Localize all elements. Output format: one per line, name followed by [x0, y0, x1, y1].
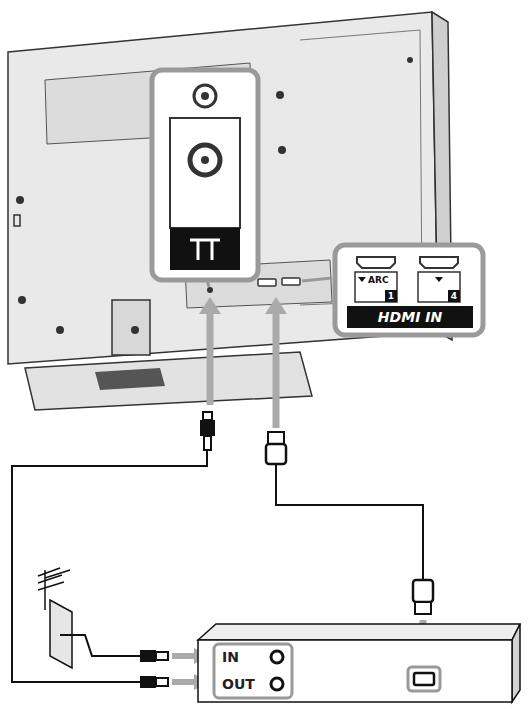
antenna-plug	[140, 676, 156, 688]
hdmi-plug	[266, 444, 286, 464]
screw	[131, 326, 139, 334]
insert-arrowhead	[265, 297, 287, 314]
leader-line	[302, 278, 332, 281]
screw	[407, 57, 413, 63]
box-top	[198, 624, 520, 640]
antenna-cable	[12, 450, 207, 682]
antenna-socket-frame	[170, 118, 240, 228]
port-name: ARC	[368, 276, 389, 285]
coax-socket	[194, 85, 216, 107]
screw	[16, 196, 24, 204]
port-label: IN	[222, 650, 239, 664]
hdmi-callout	[335, 245, 483, 335]
antenna-symbol-bar	[170, 228, 240, 270]
hdmi-input-panel: HDMI IN	[347, 306, 473, 328]
port-label-box	[355, 272, 397, 302]
port-number-tag	[385, 290, 397, 302]
antenna-plug	[156, 652, 168, 660]
insert-arrow	[273, 312, 280, 428]
port-triangle	[358, 277, 366, 282]
hdmi-socket	[357, 257, 395, 268]
antenna-plug	[200, 420, 215, 436]
box-hdmi-frame	[408, 667, 440, 691]
port-label: OUT	[222, 677, 255, 691]
antenna-plug	[204, 436, 211, 450]
hdmi-port	[258, 279, 276, 286]
antenna-plug	[140, 650, 156, 662]
insert-arrow	[172, 679, 196, 685]
port-number-tag	[448, 290, 460, 302]
callout-number: 1	[388, 292, 394, 301]
callout-number: 4	[451, 292, 457, 301]
screw	[56, 326, 64, 334]
screw	[278, 146, 286, 154]
tv-slot	[14, 215, 20, 226]
screw	[18, 296, 26, 304]
box-socket	[271, 678, 283, 690]
hdmi-plug	[415, 602, 431, 614]
box-front	[198, 640, 512, 702]
set-top-box: IN OUT	[198, 640, 278, 702]
stand-neck	[112, 300, 150, 355]
hdmi-port	[282, 278, 300, 285]
insert-arrow	[207, 312, 214, 405]
box-hdmi-port	[414, 673, 434, 685]
antenna-plug	[156, 678, 168, 686]
antenna-callout	[152, 70, 258, 280]
hdmi-plug	[413, 580, 433, 602]
hdmi-in-label: HDMI IN	[378, 310, 442, 324]
stand-mark	[95, 368, 165, 390]
antenna-socket	[190, 145, 220, 175]
antenna-plug	[203, 412, 212, 420]
antenna-symbol	[190, 240, 220, 260]
antenna-cable	[60, 635, 140, 656]
coax-pin	[201, 92, 209, 100]
box-terminal-panel	[214, 644, 292, 698]
stand-base	[25, 352, 312, 410]
antenna-pin	[201, 156, 209, 164]
box-socket	[271, 651, 283, 663]
insert-arrow	[172, 653, 196, 659]
insert-arrowhead	[199, 297, 221, 314]
hdmi-in-bar	[347, 306, 473, 328]
port-label-box	[418, 272, 460, 302]
port-triangle	[435, 277, 443, 282]
hdmi-cable	[276, 464, 423, 580]
screw	[276, 91, 284, 99]
hdmi-socket	[420, 257, 458, 268]
hdmi-plug	[268, 432, 284, 444]
antenna-port	[207, 287, 213, 293]
box-side	[512, 624, 520, 702]
